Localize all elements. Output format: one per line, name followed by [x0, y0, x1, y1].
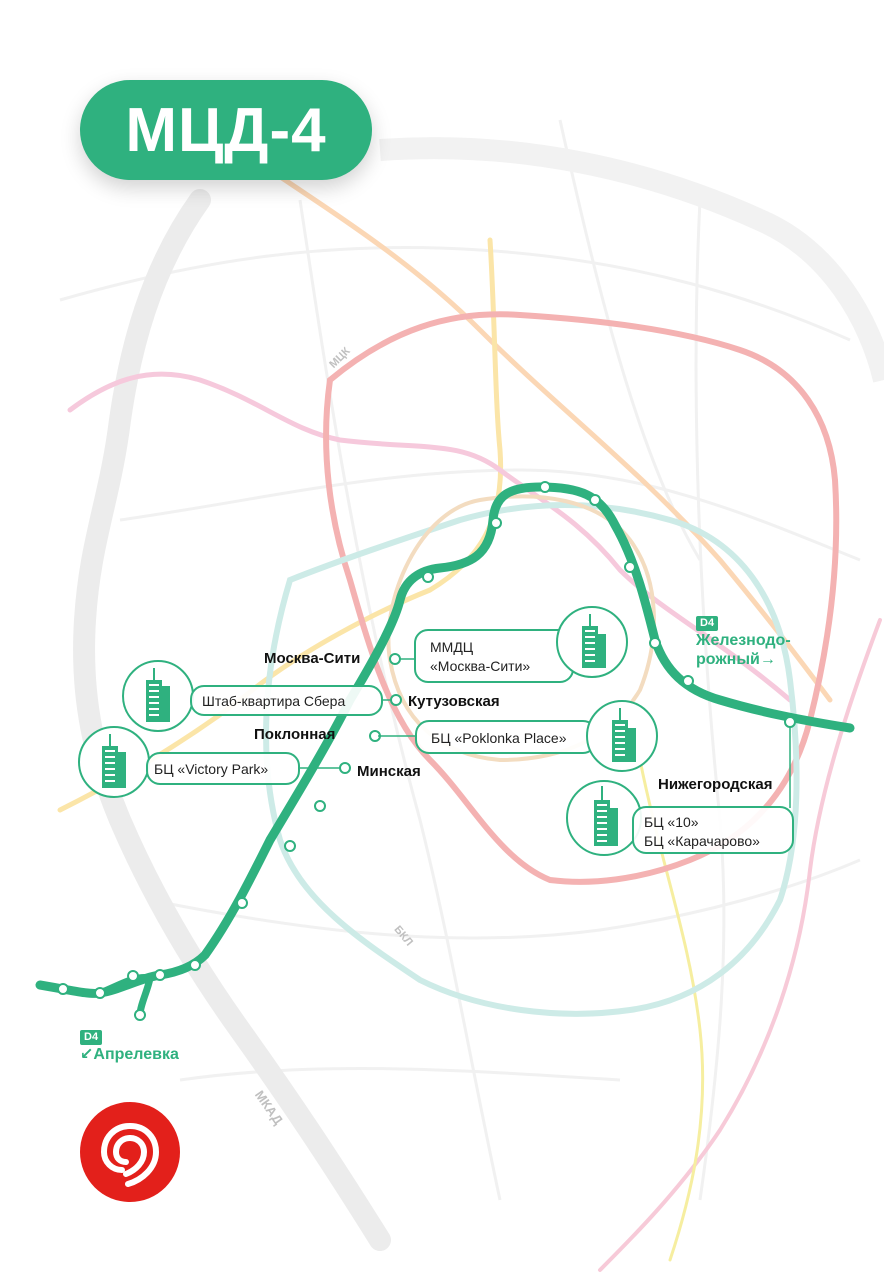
- connectors: [300, 658, 791, 808]
- skyscraper-icon: [566, 780, 642, 856]
- mkad-ring-north: [379, 137, 884, 383]
- callout-poklonka: БЦ «Poklonka Place»: [415, 720, 597, 754]
- d4-stations: [57, 481, 796, 1021]
- skyscraper-icon: [122, 660, 194, 732]
- station-nizhegorodskaya-label: Нижегородская: [658, 776, 773, 793]
- d4-badge: D4: [80, 1030, 103, 1045]
- callout-sber-text: Штаб-квартира Сбера: [202, 693, 346, 709]
- terminus-west: D4 ↙Апрелевка: [80, 1026, 179, 1064]
- mck-ring: [323, 311, 840, 885]
- terminus-west-label: Апрелевка: [93, 1046, 179, 1063]
- terminus-east: D4 Железнодо- рожный→: [696, 612, 791, 669]
- callout-victory-text: БЦ «Victory Park»: [154, 761, 269, 777]
- station-moskva-siti-label: Москва-Сити: [264, 650, 361, 667]
- terminus-east-line1: Железнодо-: [696, 632, 791, 649]
- terminus-east-line2: рожный: [696, 651, 760, 668]
- moscow-transport-logo: [80, 1102, 180, 1202]
- callout-poklonka-text: БЦ «Poklonka Place»: [431, 730, 567, 746]
- arrow-down-left-icon: ↙: [80, 1046, 94, 1063]
- d4-badge: D4: [696, 616, 719, 631]
- callout-bc10-line1: БЦ «10»: [644, 814, 699, 830]
- callout-victory: БЦ «Victory Park»: [146, 752, 300, 785]
- callout-bc10: БЦ «10» БЦ «Карачарово»: [632, 806, 794, 854]
- station-kutuzovskaya-label: Кутузовская: [408, 693, 500, 710]
- callout-bc10-line2: БЦ «Карачарово»: [644, 833, 760, 849]
- callout-sber: Штаб-квартира Сбера: [190, 685, 383, 716]
- station-minskaya-label: Минская: [357, 763, 421, 780]
- skyscraper-icon: [556, 606, 628, 678]
- arrow-right-icon: →: [759, 651, 776, 668]
- station-poklonnaya-label: Поклонная: [254, 726, 336, 743]
- callout-mmdc: ММДЦ «Москва-Сити»: [414, 629, 574, 683]
- bkl-ring: [263, 502, 800, 1017]
- line-title: МЦД-4: [125, 95, 327, 165]
- line-title-pill: МЦД-4: [80, 80, 372, 180]
- skyscraper-icon: [586, 700, 658, 772]
- skyscraper-icon: [78, 726, 150, 798]
- callout-mmdc-line1: ММДЦ: [430, 639, 474, 655]
- callout-mmdc-line2: «Москва-Сити»: [430, 658, 531, 674]
- background-roads: [59, 119, 861, 1201]
